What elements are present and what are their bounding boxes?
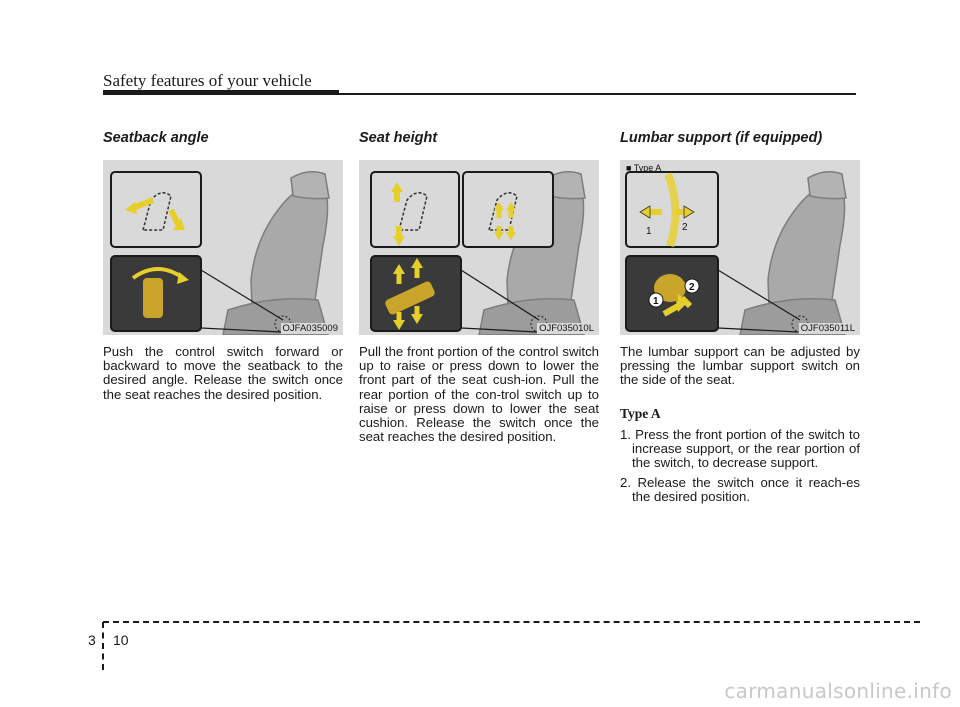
step-item: 1. Press the front portion of the switch… — [620, 426, 860, 471]
type-heading: Type A — [620, 405, 661, 421]
section-paragraph: Pull the front portion of the control sw… — [359, 344, 599, 445]
steps-list: 1. Press the front portion of the switch… — [620, 426, 860, 505]
section-lumbar-support: Lumbar support (if equipped) 1 2 1 2 — [620, 130, 860, 511]
figure-code: OJF035010L — [537, 323, 596, 334]
callout-1-bottom: 1 — [653, 296, 659, 307]
footer-rule — [103, 621, 920, 623]
section-title: Seatback angle — [103, 130, 209, 146]
step-item: 2. Release the switch once it reach-es t… — [620, 475, 860, 505]
figure-type-note: ■ Type A — [626, 163, 662, 173]
section-paragraph: Push the control switch forward or backw… — [103, 344, 343, 402]
seat-height-illustration: OJF035010L — [359, 160, 599, 335]
callout-2-bottom: 2 — [689, 282, 695, 293]
page-number: 10 — [113, 632, 129, 648]
seat-illustration-svg — [110, 171, 330, 335]
header-rule-accent — [103, 90, 339, 95]
seatback-angle-illustration: OJFA035009 — [103, 160, 343, 335]
callout-2-top: 2 — [682, 222, 688, 233]
figure-code: OJF035011L — [798, 323, 857, 334]
section-seatback-angle: Seatback angle OJFA035009 Push the contr… — [103, 130, 343, 402]
watermark: carmanualsonline.info — [724, 679, 952, 703]
page-header-title: Safety features of your vehicle — [103, 71, 312, 90]
footer-vertical-rule — [102, 622, 104, 670]
section-title: Lumbar support (if equipped) — [620, 130, 823, 146]
figure-code: OJFA035009 — [280, 323, 340, 334]
seat-illustration-svg: 1 2 1 2 — [625, 171, 847, 335]
header-rule — [103, 93, 856, 95]
callout-1-top: 1 — [646, 226, 652, 237]
lumbar-support-illustration: 1 2 1 2 ■ Type A OJF035011L — [620, 160, 860, 335]
section-seat-height: Seat height — [359, 130, 599, 444]
section-title: Seat height — [359, 130, 438, 146]
section-paragraph: The lumbar support can be adjusted by pr… — [620, 344, 860, 388]
seat-illustration-svg — [370, 171, 586, 335]
page-section-number: 3 — [88, 632, 96, 648]
